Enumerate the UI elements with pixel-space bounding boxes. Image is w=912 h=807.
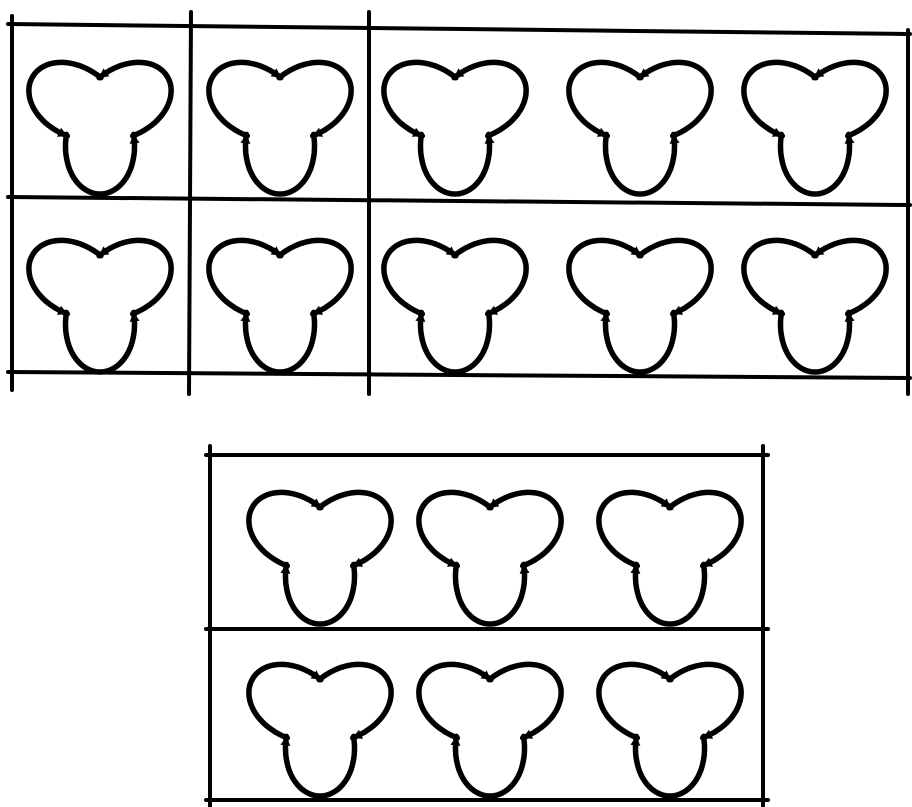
top-grid-line-col-1 xyxy=(189,12,191,394)
